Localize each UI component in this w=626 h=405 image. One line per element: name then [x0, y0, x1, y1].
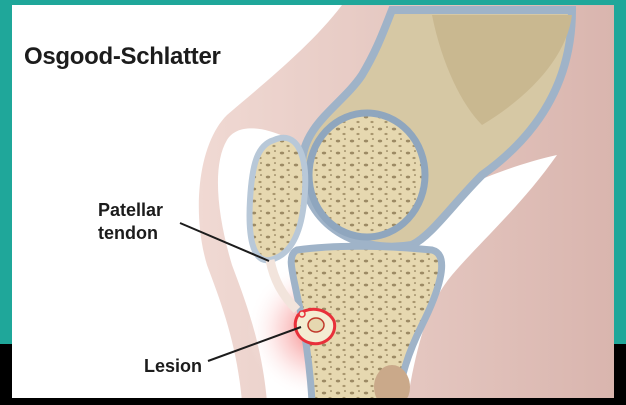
patella-bone	[250, 138, 306, 260]
bottom-strip	[0, 398, 626, 405]
patellar-label-line2: tendon	[98, 222, 163, 245]
femur-condyle	[309, 113, 425, 237]
diagram-title: Osgood-Schlatter	[24, 43, 221, 71]
patellar-label-line1: Patellar	[98, 199, 163, 222]
patellar-tendon-label: Patellar tendon	[98, 199, 163, 245]
lesion-label: Lesion	[144, 356, 202, 377]
lesion-dot	[299, 311, 305, 317]
lesion-core	[308, 318, 324, 332]
illustration-panel: Osgood-Schlatter Patellar tendon Lesion	[12, 5, 614, 402]
